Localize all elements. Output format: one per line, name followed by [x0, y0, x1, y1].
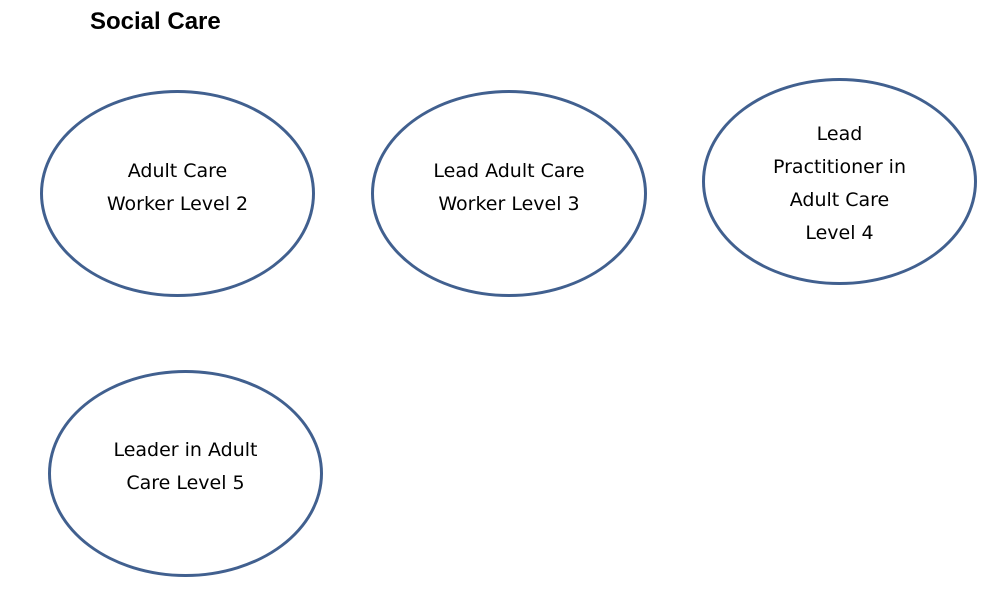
node-lead-adult-care-worker-level-3: Lead Adult Care Worker Level 3: [371, 90, 647, 297]
page-title: Social Care: [90, 8, 221, 35]
node-lead-practitioner-level-4: Lead Practitioner in Adult Care Level 4: [702, 78, 977, 285]
node-label: Adult Care Worker Level 2: [106, 159, 249, 215]
node-label: Lead Adult Care Worker Level 3: [433, 159, 585, 215]
node-label: Lead Practitioner in Adult Care Level 4: [772, 122, 906, 244]
node-label: Leader in Adult Care Level 5: [113, 438, 258, 494]
node-adult-care-worker-level-2: Adult Care Worker Level 2: [40, 90, 315, 297]
node-leader-in-adult-care-level-5: Leader in Adult Care Level 5: [48, 370, 323, 577]
